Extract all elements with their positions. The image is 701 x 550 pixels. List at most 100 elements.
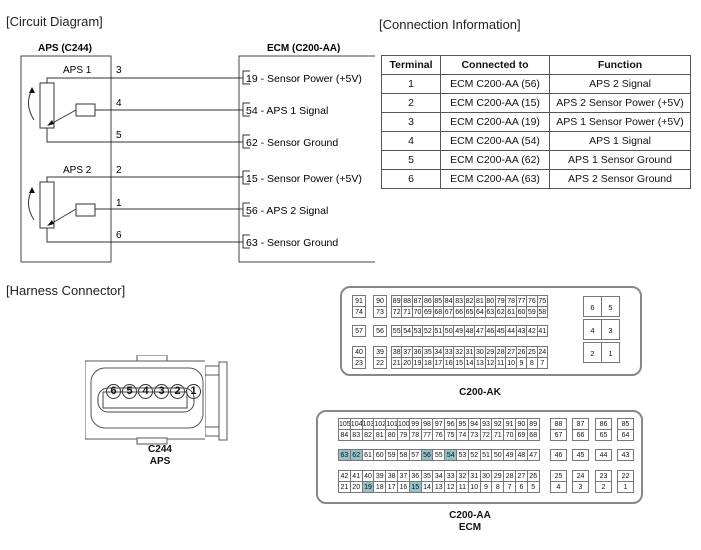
connector-pin-80: 80 <box>385 429 398 441</box>
c244-pin: 4 <box>138 384 153 399</box>
connector-pin-24: 24 <box>572 470 589 482</box>
c244-pin-row: 6 5 4 3 2 1 <box>106 384 201 399</box>
pin-6-label: 6 <box>116 230 122 241</box>
connector-pin-5: 5 <box>601 296 620 317</box>
c244-latch <box>205 361 228 441</box>
connector-pin-57: 57 <box>352 325 366 337</box>
arrowhead-icon <box>47 220 54 226</box>
connector-pin-74: 74 <box>456 429 469 441</box>
c200ak-label: C200-AK <box>459 387 501 398</box>
c200aa-label: C200-AA ECM <box>430 510 510 534</box>
connector-pin-20: 20 <box>349 481 363 493</box>
connector-pin-60: 60 <box>373 449 387 461</box>
c244-label: C244 APS <box>140 444 180 468</box>
c244-pin: 2 <box>170 384 185 399</box>
wire-5 <box>46 128 243 143</box>
arrowhead-icon <box>47 120 54 126</box>
connector-pin-3: 3 <box>601 319 620 340</box>
ecm-terminal-19: 19 - Sensor Power (+5V) <box>246 73 362 85</box>
connector-pin-46: 46 <box>550 449 567 461</box>
connector-pin-7: 7 <box>536 357 548 369</box>
c244-pin: 3 <box>154 384 169 399</box>
cell-terminal: 4 <box>381 131 441 151</box>
aps1-label: APS 1 <box>63 65 92 76</box>
connector-pin-68: 68 <box>526 429 540 441</box>
connector-pin-2: 2 <box>595 481 612 493</box>
cell-connected-to: ECM C200-AA (56) <box>440 74 550 94</box>
rotation-arrowhead-icon <box>29 87 35 93</box>
connector-pin-56: 56 <box>420 449 434 461</box>
aps1-wiper-arrow <box>48 109 77 126</box>
header-function: Function <box>549 55 691 75</box>
c244-pin: 6 <box>106 384 121 399</box>
ecm-terminal-56: 56 - APS 2 Signal <box>246 205 328 217</box>
wire-6 <box>46 228 243 243</box>
cell-terminal: 5 <box>381 150 441 170</box>
wire-3 <box>46 77 243 83</box>
connector-pin-10: 10 <box>467 481 481 493</box>
connector-pin-65: 65 <box>595 429 612 441</box>
connector-pin-23: 23 <box>352 357 366 369</box>
connector-pin-6: 6 <box>515 481 528 493</box>
pin-2-label: 2 <box>116 165 122 176</box>
ecm-terminal-62: 62 - Sensor Ground <box>246 137 338 149</box>
cell-function: APS 2 Sensor Power (+5V) <box>549 93 691 113</box>
ecm-title: ECM (C200-AA) <box>267 43 340 54</box>
connector-pin-56: 56 <box>373 325 387 337</box>
cell-function: APS 2 Signal <box>549 74 691 94</box>
c200aa-label-code: C200-AA <box>449 510 491 521</box>
cell-terminal: 2 <box>381 93 441 113</box>
connector-pin-1: 1 <box>601 342 620 363</box>
connector-pin-58: 58 <box>536 306 548 318</box>
rotation-arrowhead-icon <box>29 187 35 193</box>
connector-pin-22: 22 <box>373 357 387 369</box>
cell-terminal: 6 <box>381 169 441 189</box>
connector-pin-67: 67 <box>550 429 567 441</box>
circuit-diagram: APS (C244) ECM (C200-AA) APS 1 3 4 5 APS… <box>20 43 375 263</box>
connector-pin-16: 16 <box>397 481 410 493</box>
table-header-row: Terminal Connected to Function <box>381 55 691 75</box>
aps-box <box>20 55 112 263</box>
connector-pin-47: 47 <box>526 449 540 461</box>
connector-pin-4: 4 <box>550 481 567 493</box>
connector-pin-45: 45 <box>572 449 589 461</box>
connector-pin-4: 4 <box>583 319 602 340</box>
connector-pin-73: 73 <box>373 306 387 318</box>
connector-pin-1: 1 <box>617 481 634 493</box>
cell-connected-to: ECM C200-AA (15) <box>440 93 550 113</box>
header-connected-to: Connected to <box>440 55 550 75</box>
connector-pin-6: 6 <box>583 296 602 317</box>
c200aa-label-name: ECM <box>458 522 482 533</box>
pin-5-label: 5 <box>116 130 122 141</box>
c200ak-connector <box>340 286 642 376</box>
header-terminal: Terminal <box>381 55 441 75</box>
connector-pin-2: 2 <box>583 342 602 363</box>
connection-info-title: [Connection Information] <box>379 17 521 32</box>
aps2-label: APS 2 <box>63 165 92 176</box>
cell-function: APS 1 Sensor Power (+5V) <box>549 112 691 132</box>
connector-pin-83: 83 <box>349 429 363 441</box>
connector-pin-41: 41 <box>536 325 548 337</box>
wire-2 <box>46 176 243 182</box>
c244-connector <box>85 355 205 445</box>
aps2-rotation-arrow <box>28 189 35 221</box>
c244-label-name: APS <box>149 456 171 467</box>
pin-4-label: 4 <box>116 98 122 109</box>
ecm-terminals: 19 - Sensor Power (+5V) 54 - APS 1 Signa… <box>242 70 362 249</box>
connector-pin-43: 43 <box>617 449 634 461</box>
cell-function: APS 2 Sensor Ground <box>549 169 691 189</box>
connector-pin-64: 64 <box>617 429 634 441</box>
connector-pin-63: 63 <box>338 449 351 461</box>
connector-pin-66: 66 <box>572 429 589 441</box>
circuit-diagram-title: [Circuit Diagram] <box>6 14 103 29</box>
aps2-wiper-block <box>75 203 96 217</box>
harness-connector-title: [Harness Connector] <box>6 283 126 298</box>
c244-pin: 5 <box>122 384 137 399</box>
aps2-wiper-arrow <box>48 208 77 226</box>
